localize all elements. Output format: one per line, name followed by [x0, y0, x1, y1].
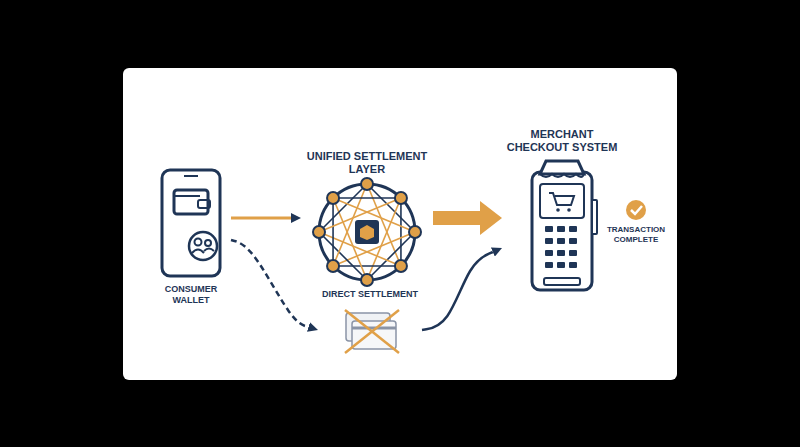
key [545, 250, 553, 256]
node-heading: CONSUMER WALLET [155, 284, 227, 306]
key [545, 226, 553, 232]
panel [123, 68, 677, 380]
connector-arrow [433, 211, 480, 225]
network-dot [395, 192, 407, 204]
node-heading: DIRECT SETTLEMENT [318, 289, 422, 300]
network-dot [409, 226, 421, 238]
phone-icon [162, 170, 220, 276]
network-dot [395, 260, 407, 272]
node-heading: UNIFIED SETTLEMENT LAYER [305, 150, 429, 176]
network-dot [313, 226, 325, 238]
network-dot [327, 192, 339, 204]
network-icon [313, 178, 421, 286]
key [545, 238, 553, 244]
network-dot [361, 274, 373, 286]
key [545, 262, 553, 268]
network-dot [361, 178, 373, 190]
crossed-cards-icon [345, 310, 399, 353]
key [557, 250, 565, 256]
connector-arrow [422, 252, 493, 330]
network-link [333, 197, 401, 199]
key [569, 226, 577, 232]
hub-cube [360, 225, 374, 240]
key [569, 262, 577, 268]
wallet-node: CONSUMER WALLET [151, 168, 231, 306]
key [557, 226, 565, 232]
connector-arrow [231, 217, 291, 220]
key [569, 250, 577, 256]
settlement-node: UNIFIED SETTLEMENT LAYER [301, 150, 433, 283]
check-icon [626, 200, 646, 220]
network-link [332, 198, 334, 266]
key [557, 238, 565, 244]
network-dot [327, 260, 339, 272]
direct-settlement-node: DIRECT SETTLEMENT [318, 289, 422, 354]
merchant-node: MERCHANT CHECKOUT SYSTEM [502, 128, 622, 295]
pos-terminal-icon [532, 161, 597, 290]
status-label: TRANSACTION COMPLETE [596, 225, 676, 244]
network-link [400, 198, 402, 266]
network-link [333, 265, 401, 267]
hub-box [355, 220, 379, 244]
node-heading: MERCHANT CHECKOUT SYSTEM [506, 128, 618, 154]
key [569, 238, 577, 244]
connector-arrow [231, 240, 308, 327]
key [557, 262, 565, 268]
